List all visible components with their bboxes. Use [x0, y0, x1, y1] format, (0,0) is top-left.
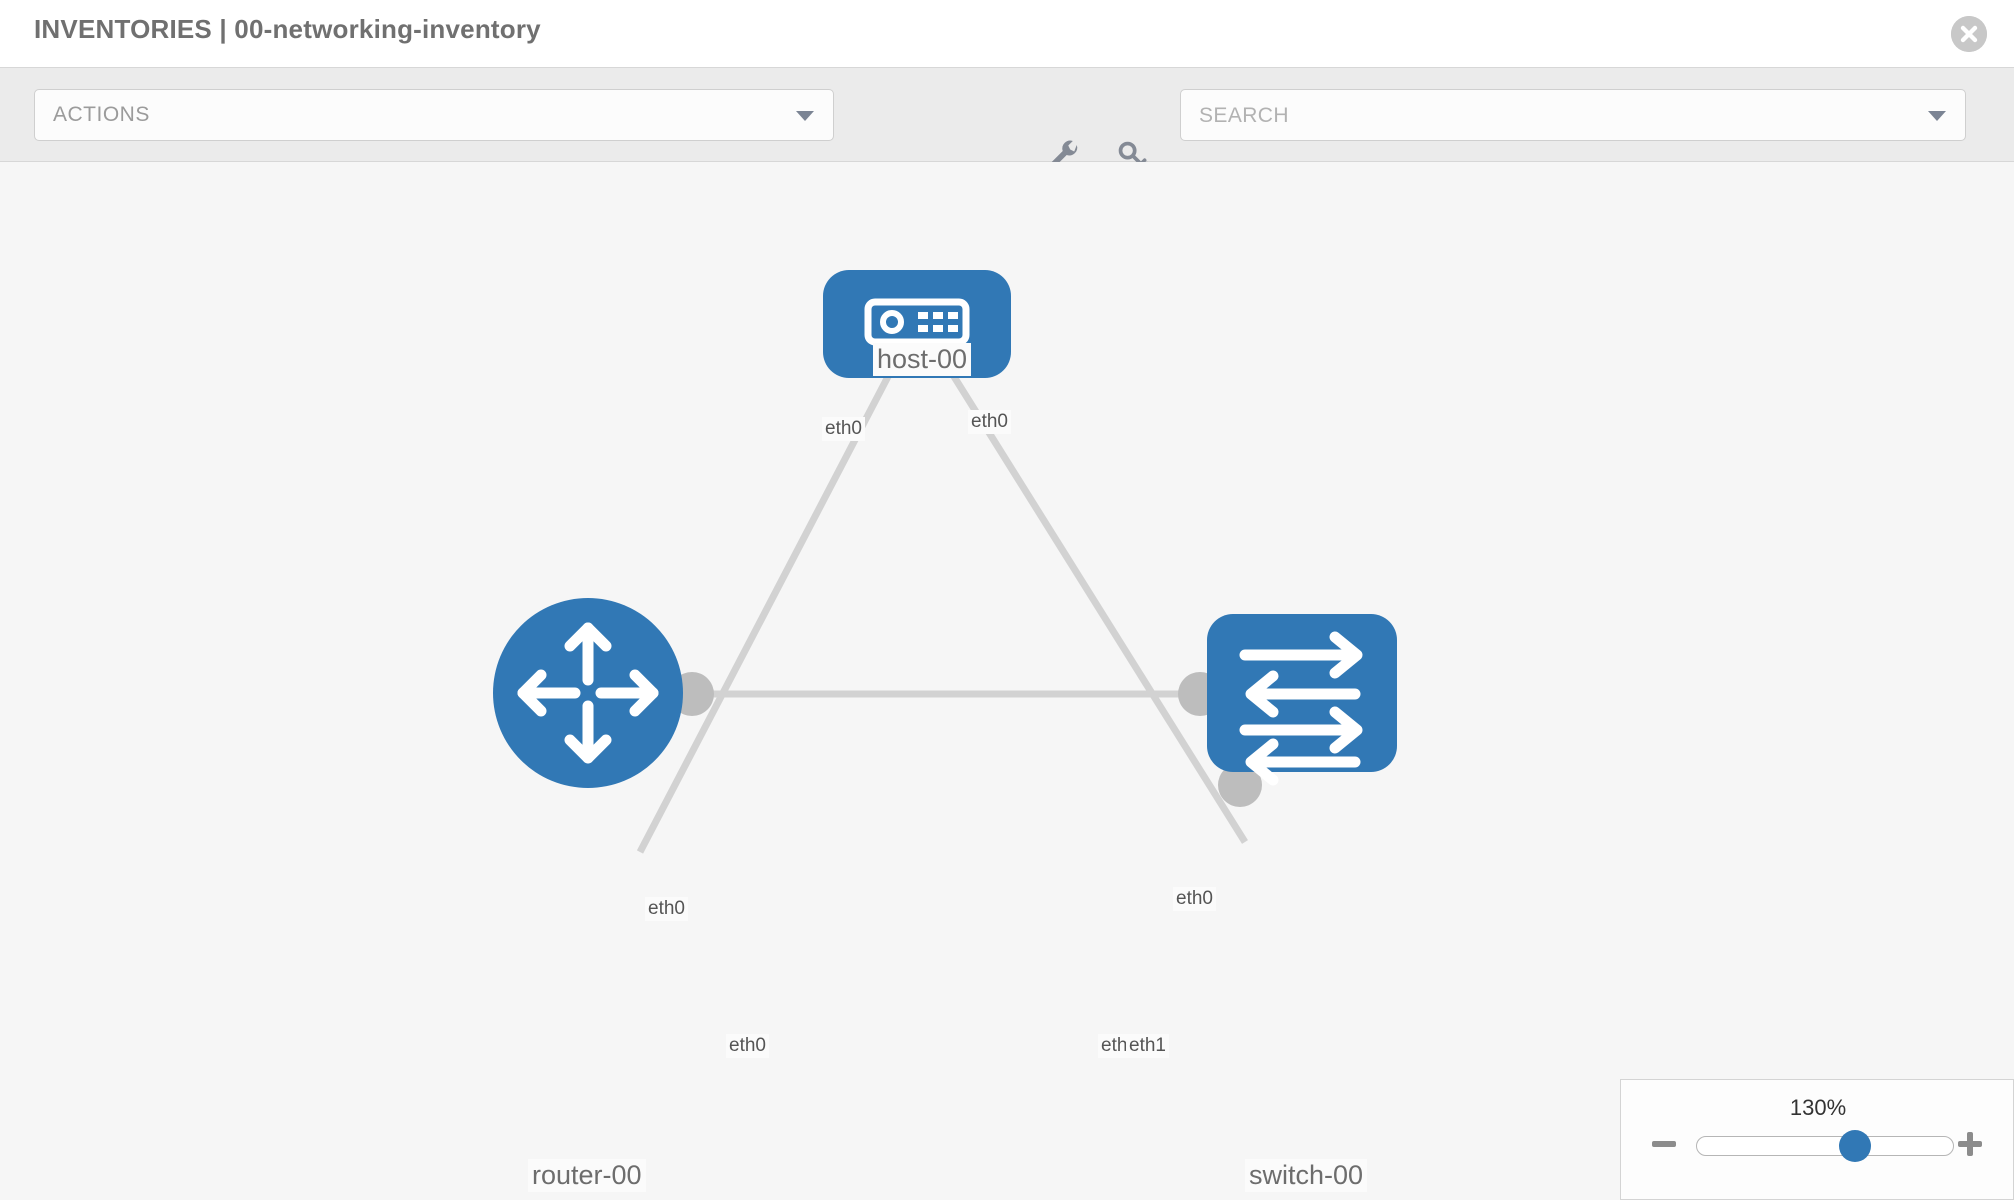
- node-label-host-00: host-00: [873, 343, 972, 376]
- node-label-router-00: router-00: [528, 1159, 646, 1192]
- close-icon[interactable]: [1951, 16, 1987, 52]
- link-host-switch[interactable]: [945, 365, 1248, 844]
- actions-dropdown[interactable]: ACTIONS: [34, 89, 834, 141]
- iface-label-switch-host: eth0: [1173, 887, 1216, 911]
- page-title: INVENTORIES | 00-networking-inventory: [34, 14, 541, 44]
- server-rack-icon: [864, 298, 970, 346]
- router-arrows-icon: [517, 622, 659, 764]
- page-header: INVENTORIES | 00-networking-inventory: [0, 0, 2014, 68]
- zoom-slider[interactable]: [1696, 1136, 1954, 1156]
- node-label-switch-00: switch-00: [1245, 1159, 1368, 1192]
- zoom-out-button[interactable]: [1649, 1129, 1679, 1159]
- node-router-00[interactable]: [493, 598, 683, 788]
- iface-label-host-router: eth0: [822, 417, 865, 441]
- iface-label-host-switch: eth0: [968, 410, 1011, 434]
- topology-graph: [493, 270, 1397, 854]
- search-field[interactable]: [1180, 89, 1966, 142]
- node-switch-00[interactable]: [1207, 614, 1397, 786]
- iface-label-router-host: eth0: [645, 897, 688, 921]
- chevron-down-icon[interactable]: [1928, 111, 1946, 121]
- zoom-slider-thumb[interactable]: [1839, 1130, 1871, 1162]
- zoom-control-panel: 130%: [1620, 1079, 2014, 1200]
- link-host-router[interactable]: [636, 365, 897, 854]
- iface-label-switch-router-overlap: eth: [1098, 1034, 1131, 1058]
- toolbar: ACTIONS: [0, 68, 2014, 171]
- chevron-down-icon: [796, 111, 814, 121]
- search-input[interactable]: [1197, 90, 1901, 142]
- actions-dropdown-label: ACTIONS: [53, 103, 150, 126]
- zoom-in-button[interactable]: [1955, 1129, 1985, 1159]
- topology-canvas[interactable]: host-00 router-00 switch-00 eth0 eth0 et…: [0, 162, 2014, 1200]
- zoom-level-value: 130%: [1789, 1095, 1847, 1120]
- wrench-icon[interactable]: [1048, 139, 1082, 173]
- iface-label-switch-router: eth1: [1126, 1034, 1169, 1058]
- link-endpoint: [1218, 763, 1262, 807]
- iface-label-router-switch: eth0: [726, 1034, 769, 1058]
- switch-arrows-icon: [1239, 631, 1363, 786]
